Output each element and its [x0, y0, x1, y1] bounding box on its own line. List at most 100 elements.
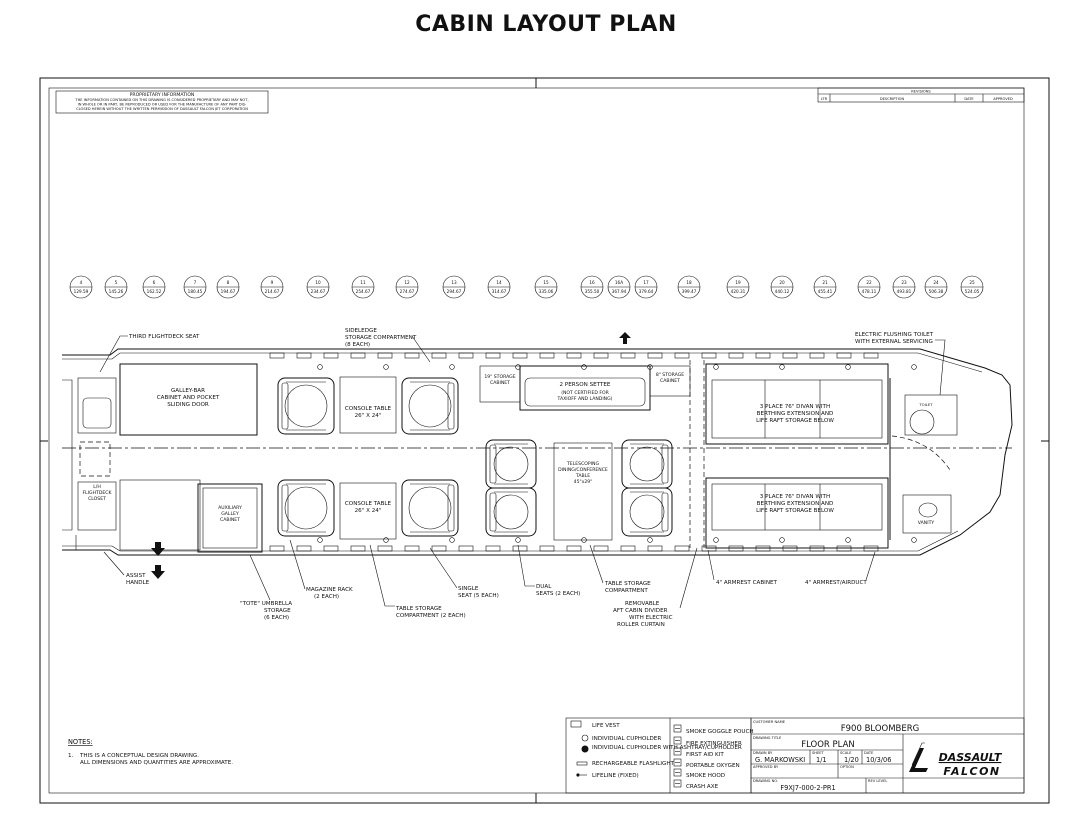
station-value: 180.45 — [188, 289, 203, 294]
auxiliary-galley-cabinet: AUXILIARY GALLEY CABINET — [119, 479, 263, 553]
cupholder-icon — [581, 364, 587, 370]
svg-text:ROLLER CURTAIN: ROLLER CURTAIN — [617, 622, 665, 628]
station-value: 274.67 — [400, 289, 415, 294]
svg-text:DINING/CONFERENCE: DINING/CONFERENCE — [558, 467, 608, 473]
cupholder-icon — [779, 537, 785, 543]
window-top — [755, 352, 771, 359]
svg-text:ASSIST: ASSIST — [126, 573, 146, 579]
window-top — [647, 352, 663, 359]
station-value: 420.31 — [731, 289, 746, 294]
callout-table-storage-2: TABLE STORAGE COMPARTMENT (2 EACH) — [369, 544, 466, 619]
svg-text:REMOVABLE: REMOVABLE — [625, 601, 660, 607]
svg-text:1/1: 1/1 — [816, 756, 827, 764]
fuselage-outline — [62, 348, 1013, 556]
falcon-logo-icon — [909, 748, 928, 772]
station-number: 10 — [315, 280, 321, 285]
station-number: 11 — [360, 280, 366, 285]
callout-single-seat: SINGLE SEAT (5 EACH) — [429, 547, 499, 599]
svg-text:COMPARTMENT (2 EACH): COMPARTMENT (2 EACH) — [396, 613, 466, 619]
cupholder-icon — [449, 364, 455, 370]
notes-number: 1. — [68, 753, 74, 759]
svg-text:3 PLACE 76" DIVAN WITH: 3 PLACE 76" DIVAN WITH — [760, 494, 830, 500]
svg-text:OPTION: OPTION — [840, 765, 854, 769]
station-value: 314.67 — [492, 289, 507, 294]
window-top — [620, 352, 636, 359]
svg-text:BERTHING EXTENSION AND: BERTHING EXTENSION AND — [757, 501, 834, 507]
callout-armrest-airduct: 4" ARMREST/AIRDUCT — [805, 551, 876, 586]
window-bottom — [620, 545, 636, 552]
window-top — [728, 352, 744, 359]
station-number: 22 — [866, 280, 872, 285]
callout-armrest-cabinet: 4" ARMREST CABINET — [707, 549, 778, 586]
svg-text:4" ARMREST CABINET: 4" ARMREST CABINET — [716, 580, 778, 586]
legend-box: LIFE VEST INDIVIDUAL CUPHOLDER INDIVIDUA… — [565, 717, 754, 794]
station-number: 4 — [80, 280, 83, 285]
rev-col-approved: APPROVED — [993, 97, 1013, 101]
window-top — [512, 352, 528, 359]
callout-assist-handle: ASSIST HANDLE — [103, 551, 150, 586]
revisions-title: REVISIONS — [911, 90, 931, 94]
svg-text:2 PERSON SETTEE: 2 PERSON SETTEE — [560, 382, 611, 388]
cupholder-icon — [713, 537, 719, 543]
svg-text:SEAT (5 EACH): SEAT (5 EACH) — [458, 593, 499, 599]
window-bottom — [566, 545, 582, 552]
station-value: 254.67 — [356, 289, 371, 294]
svg-text:SCALE: SCALE — [840, 751, 852, 755]
window-top — [269, 352, 285, 359]
lifeline-icon — [576, 773, 580, 777]
window-bottom — [350, 545, 366, 552]
console-table-top: CONSOLE TABLE 26" X 24" — [339, 376, 397, 434]
svg-text:WITH ELECTRIC: WITH ELECTRIC — [629, 615, 673, 621]
svg-text:WITH EXTERNAL SERVICING: WITH EXTERNAL SERVICING — [855, 339, 933, 345]
station-value: 379.64 — [639, 289, 654, 294]
svg-text:FIRE EXTINGUISHER: FIRE EXTINGUISHER — [686, 741, 742, 747]
svg-text:SMOKE GOGGLE POUCH: SMOKE GOGGLE POUCH — [686, 729, 754, 735]
callout-dual-seats: DUAL SEATS (2 EACH) — [517, 544, 580, 597]
window-top — [377, 352, 393, 359]
smoke-hood-icon — [673, 768, 682, 777]
svg-text:TABLE STORAGE: TABLE STORAGE — [604, 581, 651, 587]
window-top — [485, 352, 501, 359]
station-value: 493.81 — [897, 289, 912, 294]
cabin-seat — [485, 487, 537, 537]
station-value: 455.41 — [818, 289, 833, 294]
sheet-border — [39, 77, 1050, 804]
portable-oxygen-icon — [673, 758, 682, 767]
svg-text:4" ARMREST/AIRDUCT: 4" ARMREST/AIRDUCT — [805, 580, 867, 586]
station-value: 399.47 — [682, 289, 697, 294]
crash-axe-icon — [673, 779, 682, 788]
cupholder-icon — [449, 537, 455, 543]
svg-text:RECHARGEABLE FLASHLIGHT: RECHARGEABLE FLASHLIGHT — [592, 761, 675, 767]
svg-text:BERTHING EXTENSION AND: BERTHING EXTENSION AND — [757, 411, 834, 417]
window-top — [296, 352, 312, 359]
svg-text:SHEET: SHEET — [812, 751, 825, 755]
cupholder-icon — [713, 364, 719, 370]
exit-arrow-down-icon-2 — [151, 565, 165, 579]
svg-text:CABINET: CABINET — [660, 378, 680, 384]
window-bottom — [269, 545, 285, 552]
proprietary-heading: PROPRIETARY INFORMATION — [130, 92, 195, 98]
window-bottom — [377, 545, 393, 552]
svg-text:TABLE STORAGE: TABLE STORAGE — [395, 606, 442, 612]
station-value: 214.67 — [265, 289, 280, 294]
exit-arrow-down-icon-1 — [151, 542, 165, 556]
svg-text:LIFE RAFT STORAGE BELOW: LIFE RAFT STORAGE BELOW — [756, 418, 834, 424]
cupholder-icon — [845, 537, 851, 543]
rev-col-date: DATE — [964, 97, 974, 101]
svg-text:SIDELEDGE: SIDELEDGE — [345, 328, 377, 334]
svg-text:STORAGE: STORAGE — [264, 608, 291, 614]
svg-text:GALLEY: GALLEY — [221, 511, 239, 517]
aft-cabin-divider — [689, 360, 705, 548]
proprietary-line-3: CLOSED HEREIN WITHOUT THE WRITTEN PERMIS… — [76, 107, 248, 111]
life-vest-icon — [570, 720, 582, 728]
logo-text-top: DASSAULT — [939, 751, 1003, 764]
station-number: 5 — [115, 280, 118, 285]
window-bottom — [674, 545, 690, 552]
cupholder-icon — [383, 537, 389, 543]
